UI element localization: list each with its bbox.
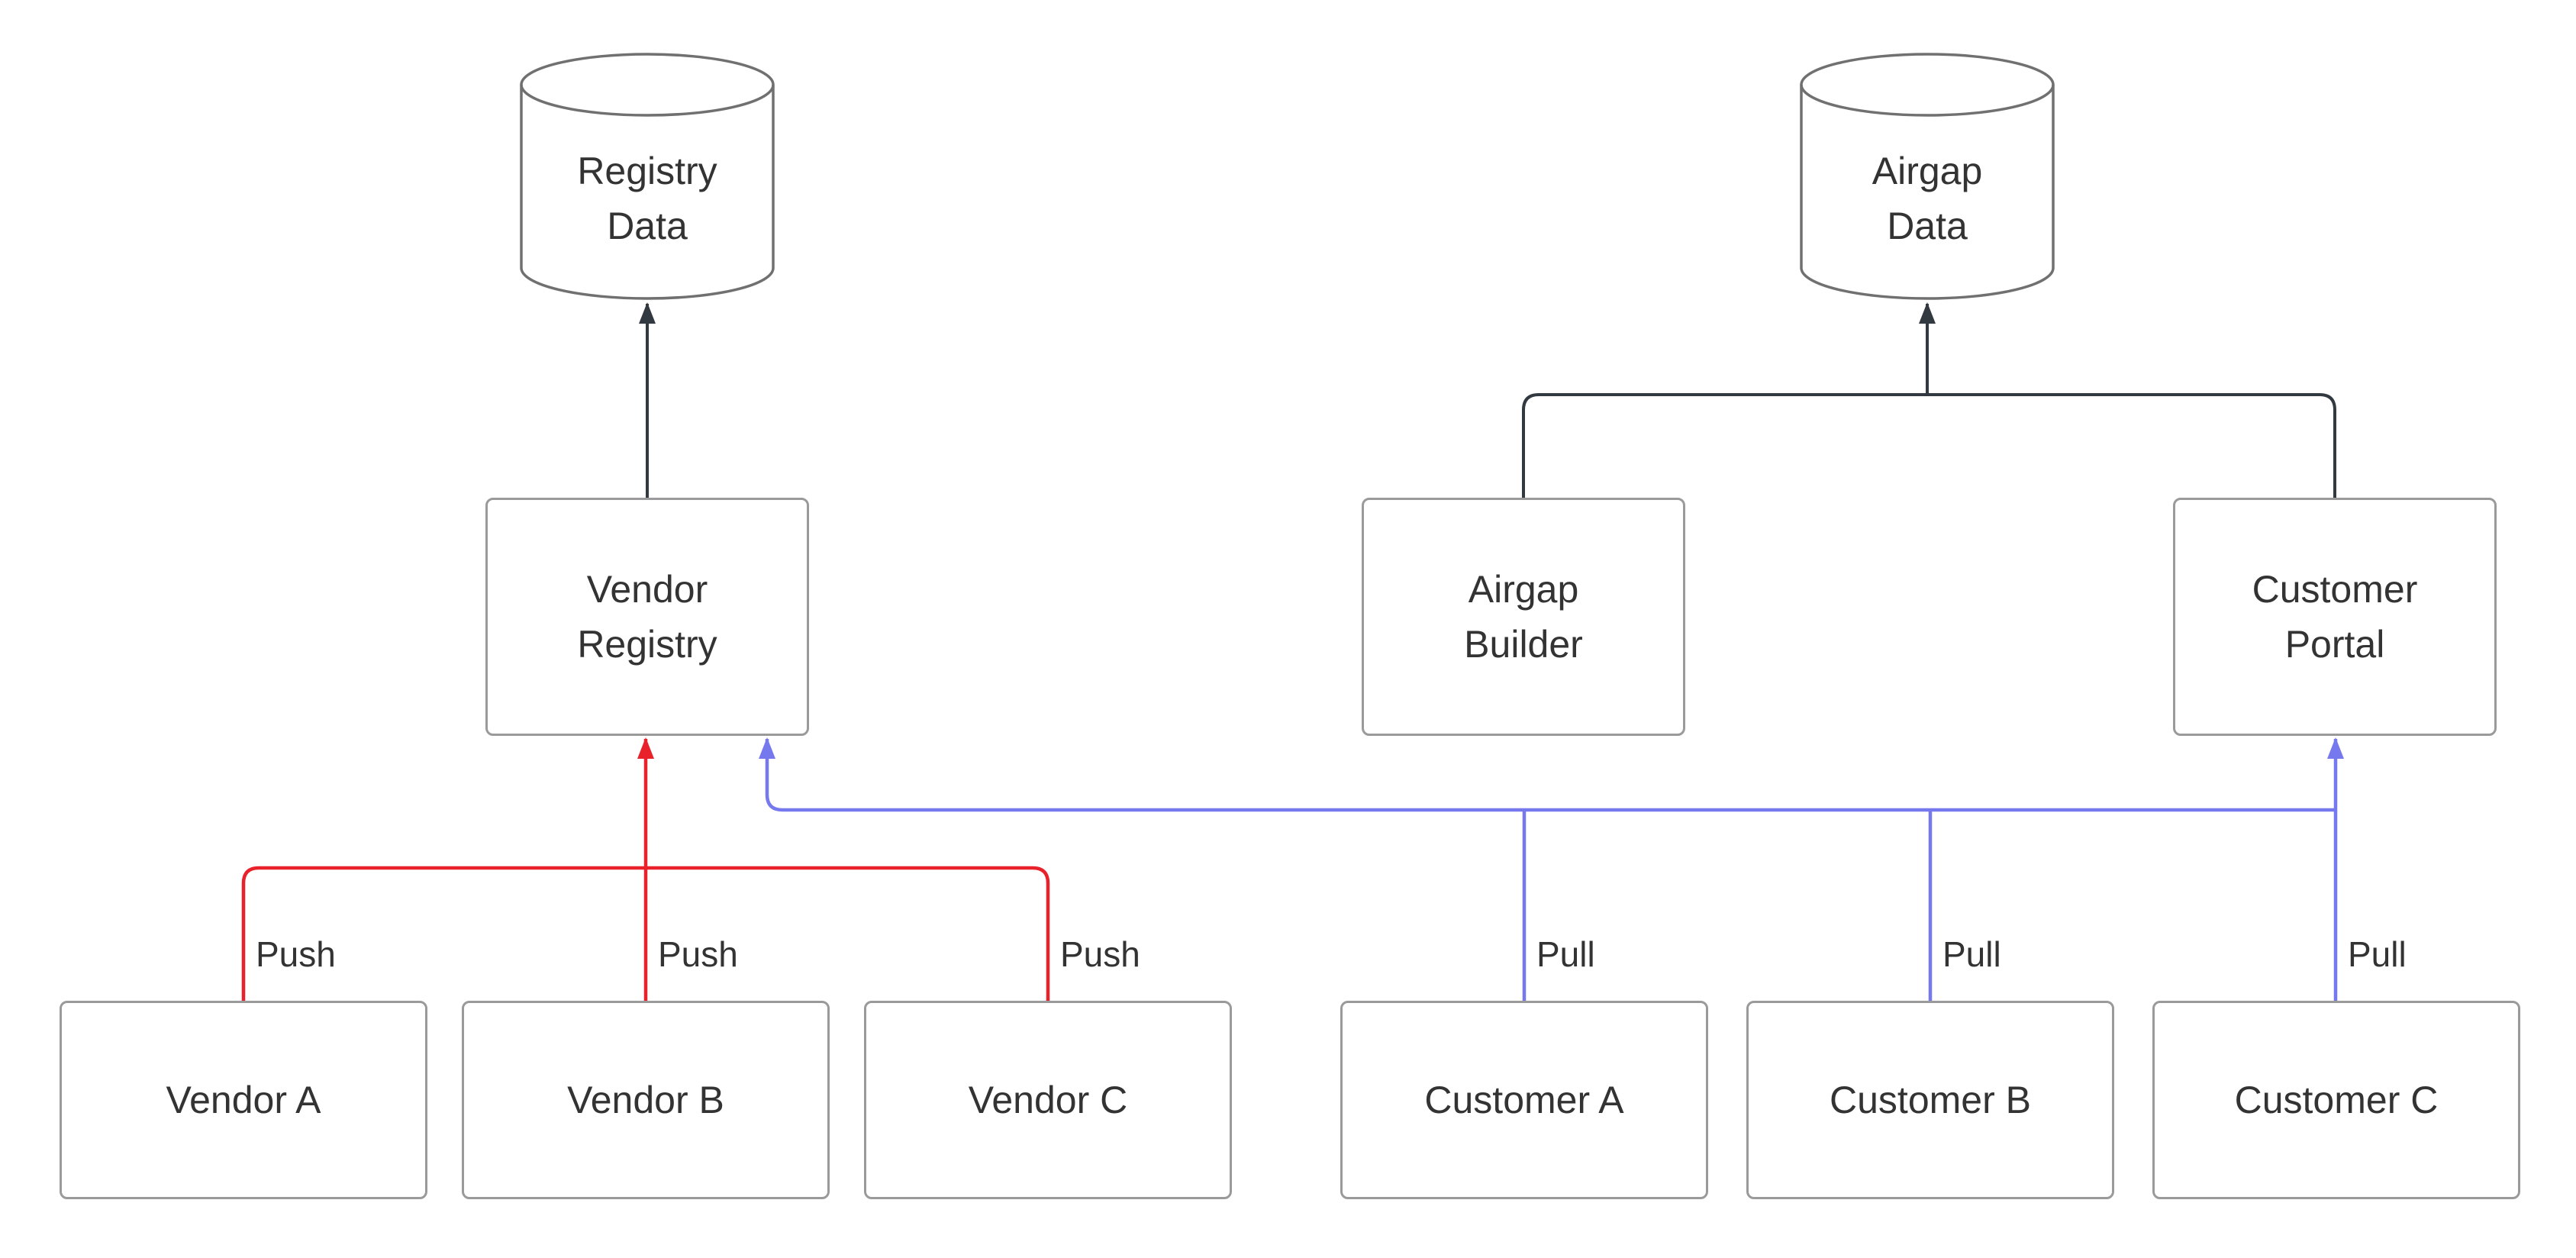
node-vendor-registry: Vendor Registry bbox=[485, 498, 809, 736]
node-vendor-c: Vendor C bbox=[864, 1001, 1232, 1199]
push-label-vendor-b: Push bbox=[658, 934, 738, 974]
edge-airgap-builder-to-junction bbox=[1522, 393, 1927, 498]
push-label-vendor-a: Push bbox=[256, 934, 336, 974]
label-line: Vendor bbox=[586, 568, 708, 611]
label-line: Vendor A bbox=[166, 1079, 321, 1121]
cylinder-shape bbox=[520, 53, 775, 300]
pull-label-customer-b: Pull bbox=[1942, 934, 2001, 974]
datastore-airgap-data bbox=[1800, 53, 2055, 300]
edge-customer-portal-to-junction bbox=[1927, 393, 2336, 498]
edge-pull-trunk-to-vendor-registry bbox=[759, 737, 2336, 812]
label-line: Customer A bbox=[1424, 1079, 1624, 1121]
node-vendor-a: Vendor A bbox=[60, 1001, 427, 1199]
push-label-vendor-c: Push bbox=[1060, 934, 1140, 974]
edge-vendor-a-push bbox=[241, 866, 646, 1001]
node-airgap-builder: Airgap Builder bbox=[1362, 498, 1685, 736]
cylinder-rim bbox=[520, 84, 775, 117]
label-line: Builder bbox=[1464, 623, 1583, 666]
label-line: Portal bbox=[2284, 623, 2385, 666]
edge-vendor-c-push bbox=[646, 866, 1050, 1001]
node-vendor-b: Vendor B bbox=[462, 1001, 830, 1199]
label-line: Airgap bbox=[1468, 568, 1579, 611]
pull-label-customer-a: Pull bbox=[1536, 934, 1595, 974]
node-customer-b: Customer B bbox=[1746, 1001, 2114, 1199]
node-customer-c: Customer C bbox=[2152, 1001, 2520, 1199]
label-line: Customer C bbox=[2234, 1079, 2439, 1121]
cylinder-rim bbox=[1800, 84, 2055, 117]
label-line: Vendor C bbox=[968, 1079, 1128, 1121]
datastore-registry-data bbox=[520, 53, 775, 300]
cylinder-shape bbox=[1800, 53, 2055, 300]
pull-label-customer-c: Pull bbox=[2348, 934, 2407, 974]
label-line: Customer B bbox=[1830, 1079, 2031, 1121]
label-line: Vendor B bbox=[567, 1079, 724, 1121]
node-customer-portal: Customer Portal bbox=[2173, 498, 2497, 736]
node-customer-a: Customer A bbox=[1340, 1001, 1708, 1199]
label-line: Customer bbox=[2252, 568, 2418, 611]
label-line: Registry bbox=[577, 623, 717, 666]
